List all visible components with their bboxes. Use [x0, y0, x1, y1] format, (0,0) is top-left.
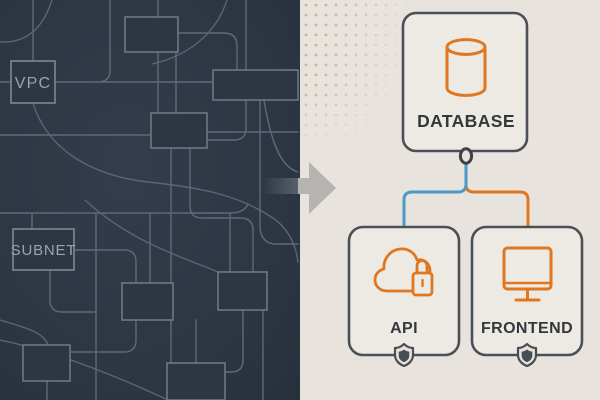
arrow-shaft-dark [262, 178, 298, 194]
port-connector-icon [458, 147, 474, 165]
network-node [22, 344, 71, 382]
network-node [212, 69, 299, 101]
subnet-node: SUBNET [11, 228, 77, 271]
cloud-lock-icon [373, 247, 434, 297]
vpc-node: VPC [10, 60, 56, 104]
database-cylinder-icon [445, 38, 487, 97]
network-node [217, 271, 268, 311]
database-card: DATABASE [401, 11, 529, 165]
network-node [124, 16, 179, 53]
network-node [166, 362, 226, 400]
api-card: API [347, 225, 461, 368]
network-node [150, 112, 208, 149]
api-label: API [390, 320, 418, 337]
network-lines [0, 0, 299, 400]
vpc-label: VPC [15, 75, 52, 92]
network-node [121, 282, 174, 321]
frontend-card: FRONTEND [470, 225, 584, 368]
arrow-head [298, 162, 336, 214]
connection-database-api [402, 160, 468, 230]
transition-arrow-icon [262, 162, 336, 214]
database-label: DATABASE [417, 111, 515, 131]
connection-database-frontend [464, 183, 530, 230]
left-network-panel: VPC SUBNET [0, 0, 300, 400]
monitor-icon [502, 246, 553, 302]
subnet-label: SUBNET [11, 242, 77, 259]
shield-badge-icon [516, 342, 538, 368]
frontend-label: FRONTEND [481, 320, 573, 337]
right-architecture-panel: DATABASE API [347, 11, 584, 368]
shield-badge-icon [393, 342, 415, 368]
network-nodes [22, 16, 299, 400]
